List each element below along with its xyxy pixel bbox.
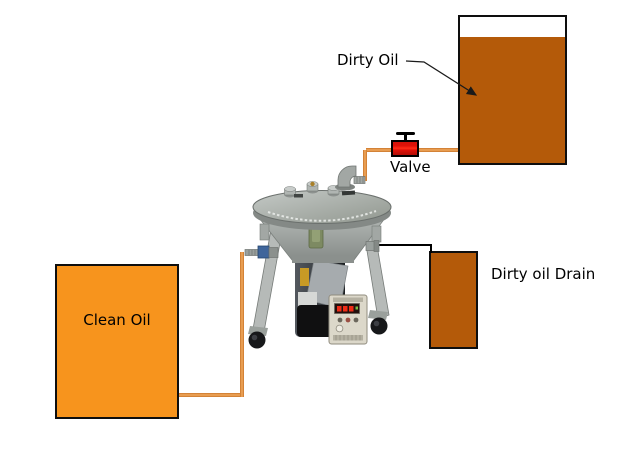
clean-oil-label: Clean Oil bbox=[83, 311, 151, 329]
pipe-clean-vertical bbox=[240, 252, 244, 397]
machine-controller bbox=[328, 294, 368, 345]
machine-lid bbox=[252, 190, 392, 230]
drain-line-horizontal bbox=[376, 244, 432, 246]
valve-icon bbox=[391, 140, 419, 157]
dirty-oil-drain-label: Dirty oil Drain bbox=[491, 265, 596, 283]
machine-outlet-fitting bbox=[365, 240, 380, 252]
dirty-oil-drain-container bbox=[429, 251, 478, 349]
dirty-oil-liquid bbox=[460, 37, 565, 163]
pipe-clean-horizontal bbox=[179, 393, 242, 397]
valve-handle-stem bbox=[404, 134, 407, 141]
drain-line-vertical bbox=[430, 244, 432, 253]
dirty-oil-tank bbox=[458, 15, 567, 165]
machine-inlet-fitting bbox=[244, 245, 279, 259]
dirty-oil-label: Dirty Oil bbox=[337, 51, 399, 69]
valve-handle-bar bbox=[396, 132, 415, 135]
machine-lid-caps bbox=[284, 181, 356, 198]
valve-label: Valve bbox=[390, 158, 431, 176]
pipe-dirty-vertical bbox=[363, 150, 367, 181]
clean-oil-tank bbox=[55, 264, 179, 419]
machine-elbow bbox=[335, 165, 366, 191]
centrifuge-machine-icon bbox=[244, 165, 392, 349]
